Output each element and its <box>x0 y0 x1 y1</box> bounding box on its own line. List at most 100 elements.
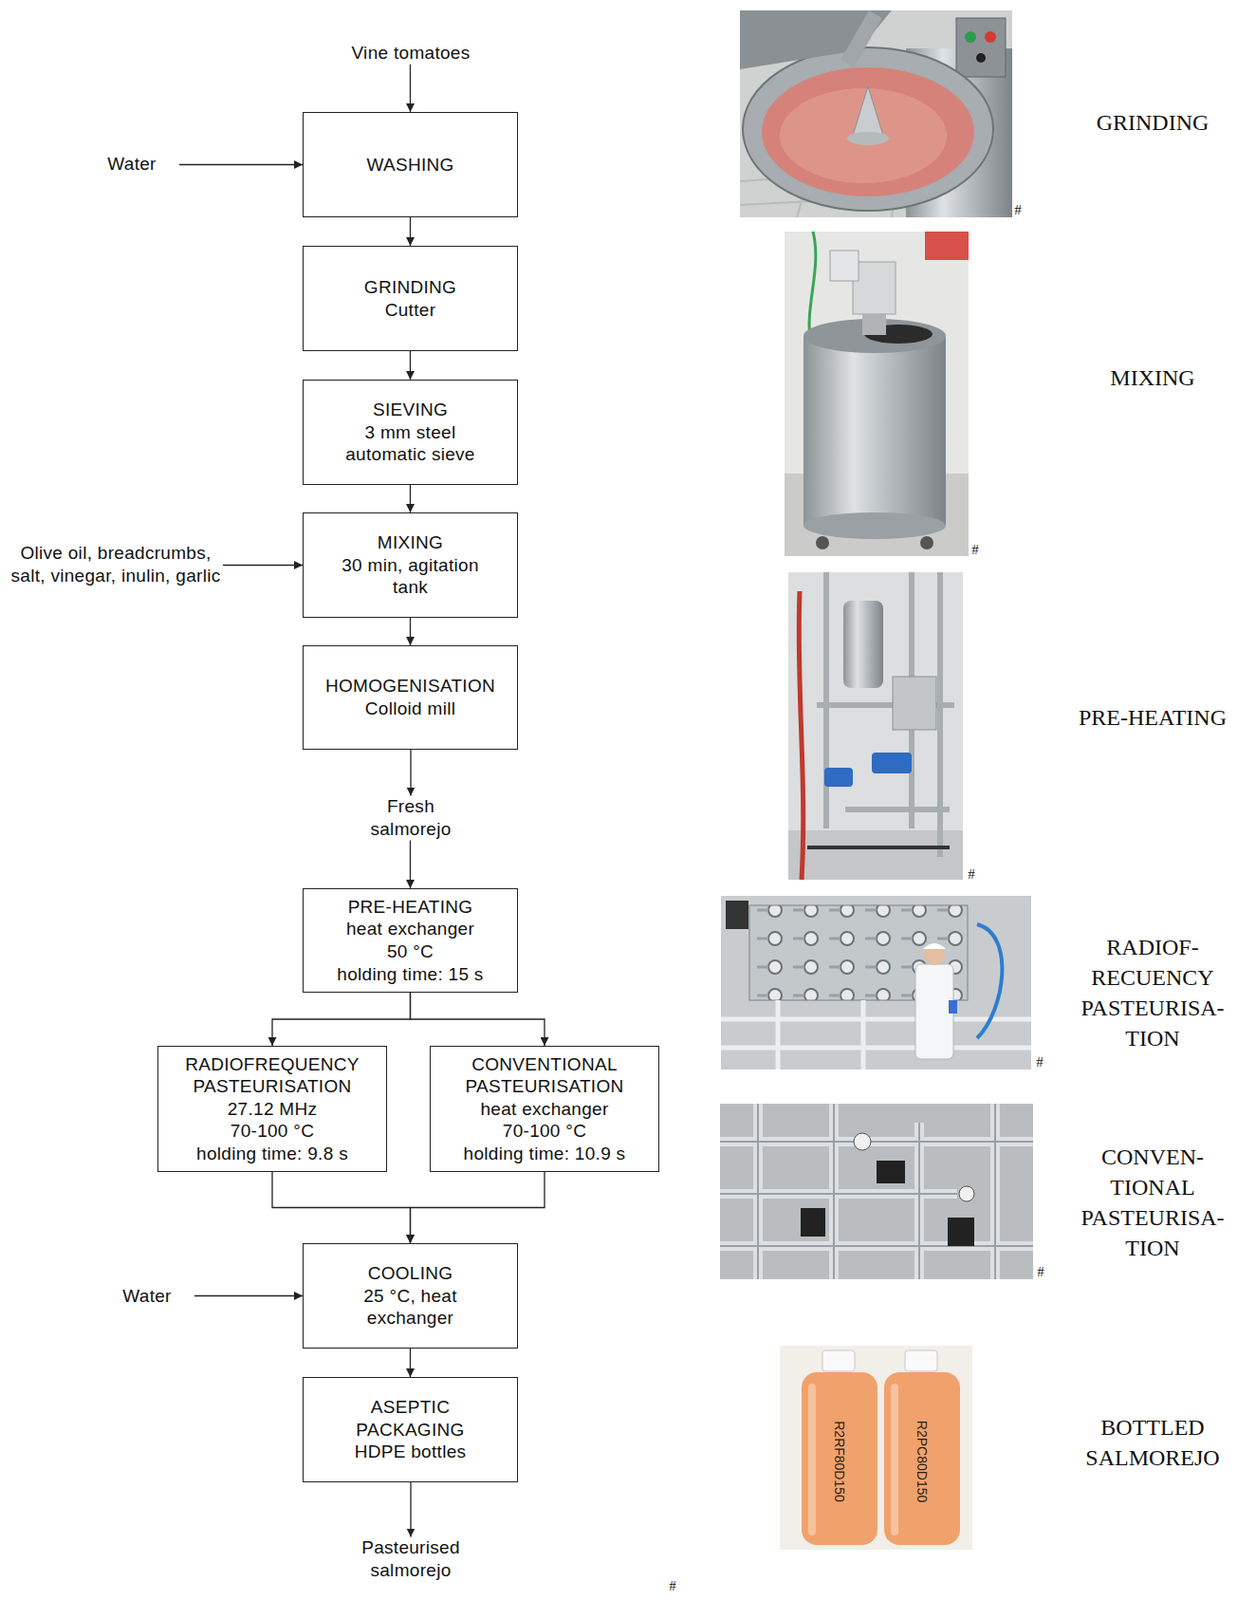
preheating-photo-part <box>798 591 804 880</box>
flow-arrow <box>409 1348 411 1377</box>
flow-arrow <box>222 564 303 566</box>
rf-pasteuriser-photo-part <box>923 943 945 965</box>
terminal-text: Olive oil, breadcrumbs, salt, vinegar, i… <box>8 541 223 587</box>
footnote-mark: # <box>1036 1263 1045 1280</box>
box-detail: Cutter <box>385 298 437 322</box>
conventional-pasteuriser-photo-part <box>876 1160 906 1183</box>
process-box: WASHING <box>302 111 518 218</box>
preheating-photo-part <box>816 572 955 857</box>
box-detail: 3 mm steel automatic sieve <box>334 421 487 466</box>
box-heading: CONVENTIONAL PASTEURISATION <box>438 1052 651 1098</box>
process-box: RADIOFREQUENCY PASTEURISATION27.12 MHz70… <box>157 1045 388 1172</box>
photo-caption: GRINDING <box>1062 108 1243 139</box>
bottles-photo <box>779 1345 973 1550</box>
footnote-mark: # <box>971 541 979 558</box>
box-detail: 50 °C <box>387 940 434 963</box>
preheating-photo-part <box>807 845 950 850</box>
grinding-photo-part <box>840 10 883 68</box>
terminal-text: Water <box>99 1284 195 1308</box>
flow-arrow <box>409 350 411 380</box>
box-heading: Water <box>107 152 156 176</box>
terminal-text: Vine tomatoes <box>315 41 506 65</box>
process-box: PRE-HEATINGheat exchanger50 °Cholding ti… <box>302 887 518 993</box>
process-box: ASEPTIC PACKAGINGHDPE bottles <box>302 1376 518 1482</box>
rf-pasteuriser-photo-part <box>720 999 1032 1070</box>
conventional-pasteuriser-photo-part <box>720 1103 1034 1279</box>
bottles-photo-part <box>905 1349 938 1371</box>
box-detail: heat exchanger <box>480 1097 609 1121</box>
conventional-pasteuriser-photo-part <box>720 1103 1034 1279</box>
process-box: CONVENTIONAL PASTEURISATIONheat exchange… <box>429 1045 660 1172</box>
bottles-photo-part <box>801 1371 878 1545</box>
bottles-photo-part <box>779 1345 973 1550</box>
preheating-photo-part <box>824 767 853 787</box>
grinding-photo-part <box>984 31 997 43</box>
flow-arrow <box>272 1171 411 1243</box>
box-heading: COOLING <box>368 1261 454 1285</box>
grinding-photo-part <box>739 10 892 70</box>
box-detail: 27.12 MHz <box>227 1097 318 1121</box>
conventional-pasteuriser-photo-part <box>853 1132 871 1150</box>
box-detail: holding time: 15 s <box>336 962 483 986</box>
bottle-label: R2PC80D150 <box>914 1420 930 1502</box>
box-heading: ASEPTIC PACKAGING <box>339 1395 482 1441</box>
mixing-photo-part <box>815 535 830 550</box>
photo-caption: CONVEN- TIONAL PASTEURISA- TION <box>1070 1142 1237 1264</box>
box-heading: Pasteurised salmorejo <box>349 1535 473 1581</box>
footnote-mark: # <box>668 1577 677 1594</box>
photo-caption: PRE-HEATING <box>1062 702 1243 734</box>
terminal-text: Water <box>84 152 180 176</box>
bottles-photo-part <box>808 1383 816 1535</box>
box-heading: Fresh salmorejo <box>353 794 468 840</box>
box-heading: Water <box>122 1284 171 1308</box>
footnote-mark: # <box>1035 1053 1044 1071</box>
terminal-text: Fresh salmorejo <box>353 794 468 840</box>
bottles-photo-part <box>822 1349 855 1371</box>
terminal-text: Pasteurised salmorejo <box>349 1535 473 1581</box>
box-heading: PRE-HEATING <box>348 895 474 919</box>
grinding-photo-part <box>742 47 994 211</box>
flow-arrow <box>409 749 411 796</box>
flow-arrow <box>409 217 411 246</box>
footnote-mark: # <box>1014 202 1022 219</box>
box-detail: holding time: 10.9 s <box>463 1142 627 1165</box>
mixing-photo-part <box>852 261 896 314</box>
grinding-photo <box>739 10 1013 218</box>
photo-caption: MIXING <box>1062 363 1243 394</box>
conventional-pasteuriser-photo-part <box>720 1103 1034 1279</box>
box-detail: heat exchanger <box>346 917 475 941</box>
rf-pasteuriser-photo-part <box>948 999 958 1014</box>
mixing-photo-part <box>920 535 934 550</box>
box-heading: Olive oil, breadcrumbs, salt, vinegar, i… <box>8 541 223 587</box>
box-detail: 25 °C, heat exchanger <box>339 1284 482 1330</box>
box-heading: Vine tomatoes <box>350 41 470 65</box>
box-heading: RADIOFREQUENCY PASTEURISATION <box>166 1052 379 1098</box>
rf-pasteuriser-photo-part <box>915 963 954 1059</box>
flow-arrow <box>194 1294 303 1296</box>
rf-pasteuriser-photo <box>720 895 1032 1070</box>
box-detail: Colloid mill <box>365 697 456 721</box>
box-heading: MIXING <box>377 531 444 555</box>
grinding-photo-part <box>964 31 977 43</box>
flow-arrow <box>409 484 411 513</box>
mixing-photo-part <box>784 231 969 556</box>
mixing-photo <box>784 231 969 556</box>
grinding-photo-part <box>739 10 1013 218</box>
box-heading: HOMOGENISATION <box>325 674 496 698</box>
grinding-photo-part <box>761 67 975 197</box>
mixing-photo-part <box>803 512 946 539</box>
flow-arrow <box>409 617 411 646</box>
rf-pasteuriser-photo-part <box>725 900 749 929</box>
process-box: SIEVING3 mm steel automatic sieve <box>302 379 518 485</box>
flow-arrow <box>409 1481 411 1537</box>
process-box: HOMOGENISATIONColloid mill <box>302 645 518 750</box>
flow-arrow <box>272 992 411 1046</box>
preheating-photo-part <box>843 600 884 688</box>
flow-arrow <box>409 64 411 112</box>
flow-arrow <box>409 840 411 889</box>
footnote-mark: # <box>967 866 976 883</box>
preheating-photo-part <box>871 752 912 774</box>
rf-pasteuriser-photo-part <box>720 895 1032 1070</box>
